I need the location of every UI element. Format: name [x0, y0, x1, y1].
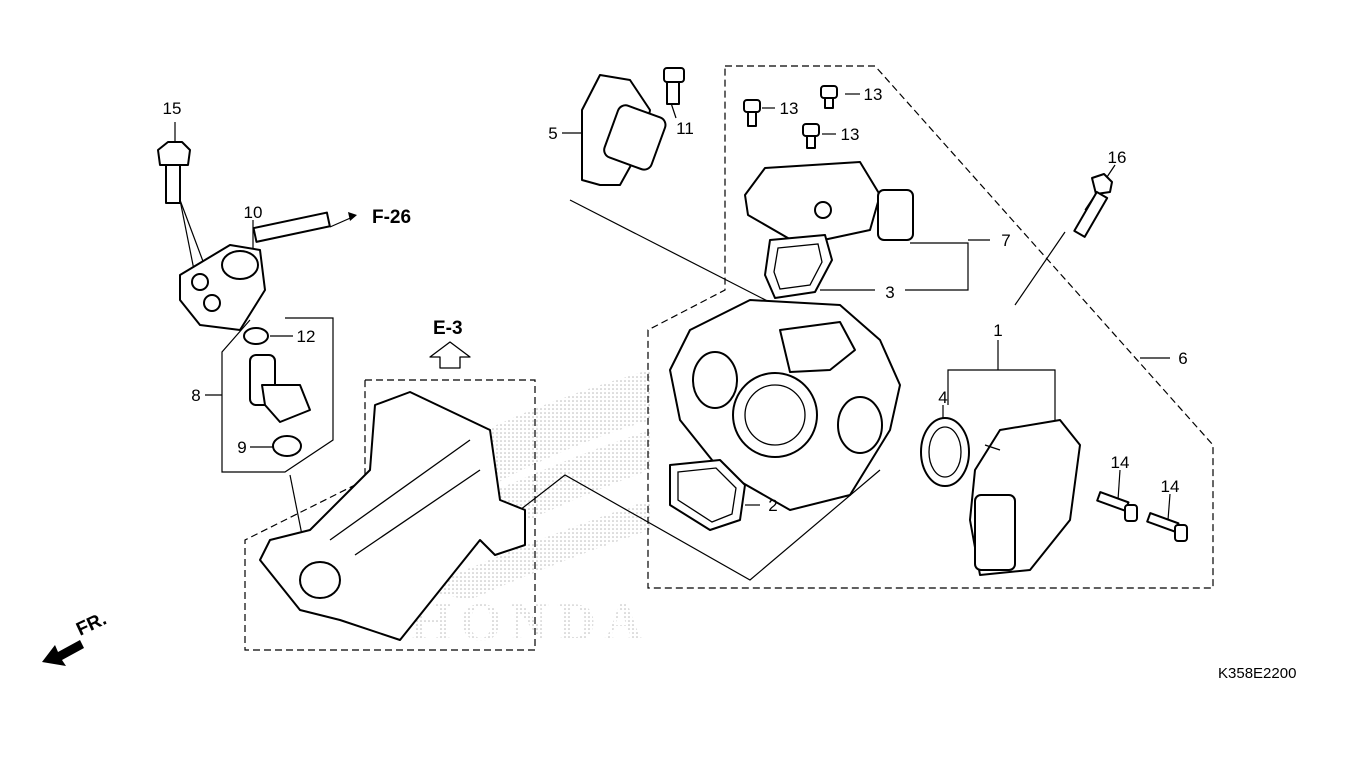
part-label-14: 14 [1161, 477, 1180, 496]
mount-bracket [259, 391, 526, 641]
reference-e3[interactable]: E-3 [433, 318, 463, 339]
part-label-4: 4 [938, 388, 947, 407]
bolt-15 [157, 141, 191, 204]
screw-11 [663, 67, 685, 105]
part-label-6: 6 [1178, 349, 1187, 368]
gasket-2 [669, 459, 746, 531]
throttle-body-group-outline [647, 65, 1214, 589]
front-direction-arrow-icon [42, 640, 84, 666]
part-label-10: 10 [244, 203, 263, 222]
part-label-5: 5 [548, 124, 557, 143]
seal-ring-9 [272, 435, 302, 457]
part-label-9: 9 [237, 438, 246, 457]
part-label-15: 15 [163, 99, 182, 118]
sensor-unit-7 [744, 161, 914, 246]
throttle-position-sensor-1 [969, 419, 1081, 576]
fuel-injector-8 [249, 354, 311, 423]
part-label-11: 11 [676, 119, 694, 138]
o-ring-12 [243, 327, 269, 345]
part-label-1: 1 [993, 321, 1002, 340]
gasket-3 [764, 234, 833, 299]
diagram-code: K358E2200 [1218, 665, 1296, 682]
part-label-3: 3 [885, 283, 894, 302]
gasket-4 [920, 417, 970, 487]
part-label-8: 8 [191, 386, 200, 405]
bolt-16 [1073, 173, 1113, 238]
screws-14 [1096, 491, 1188, 542]
part-label-13: 13 [780, 99, 799, 118]
svg-text:HONDA: HONDA [410, 592, 651, 652]
fuel-pipe-10 [179, 211, 331, 331]
reference-arrow-up-icon [429, 341, 471, 369]
reference-f26[interactable]: F-26 [372, 207, 411, 228]
part-label-13: 13 [864, 85, 883, 104]
bracket-5 [581, 74, 667, 186]
screws-13 [743, 85, 838, 149]
part-label-16: 16 [1108, 148, 1127, 167]
part-label-14: 14 [1111, 453, 1130, 472]
part-label-13: 13 [841, 125, 860, 144]
injector-group-bracket [221, 317, 334, 473]
throttle-body [669, 299, 901, 511]
front-indicator-label: FR. [73, 609, 110, 641]
part-label-12: 12 [297, 327, 316, 346]
part-label-7: 7 [1001, 231, 1010, 250]
part-label-2: 2 [768, 496, 777, 515]
